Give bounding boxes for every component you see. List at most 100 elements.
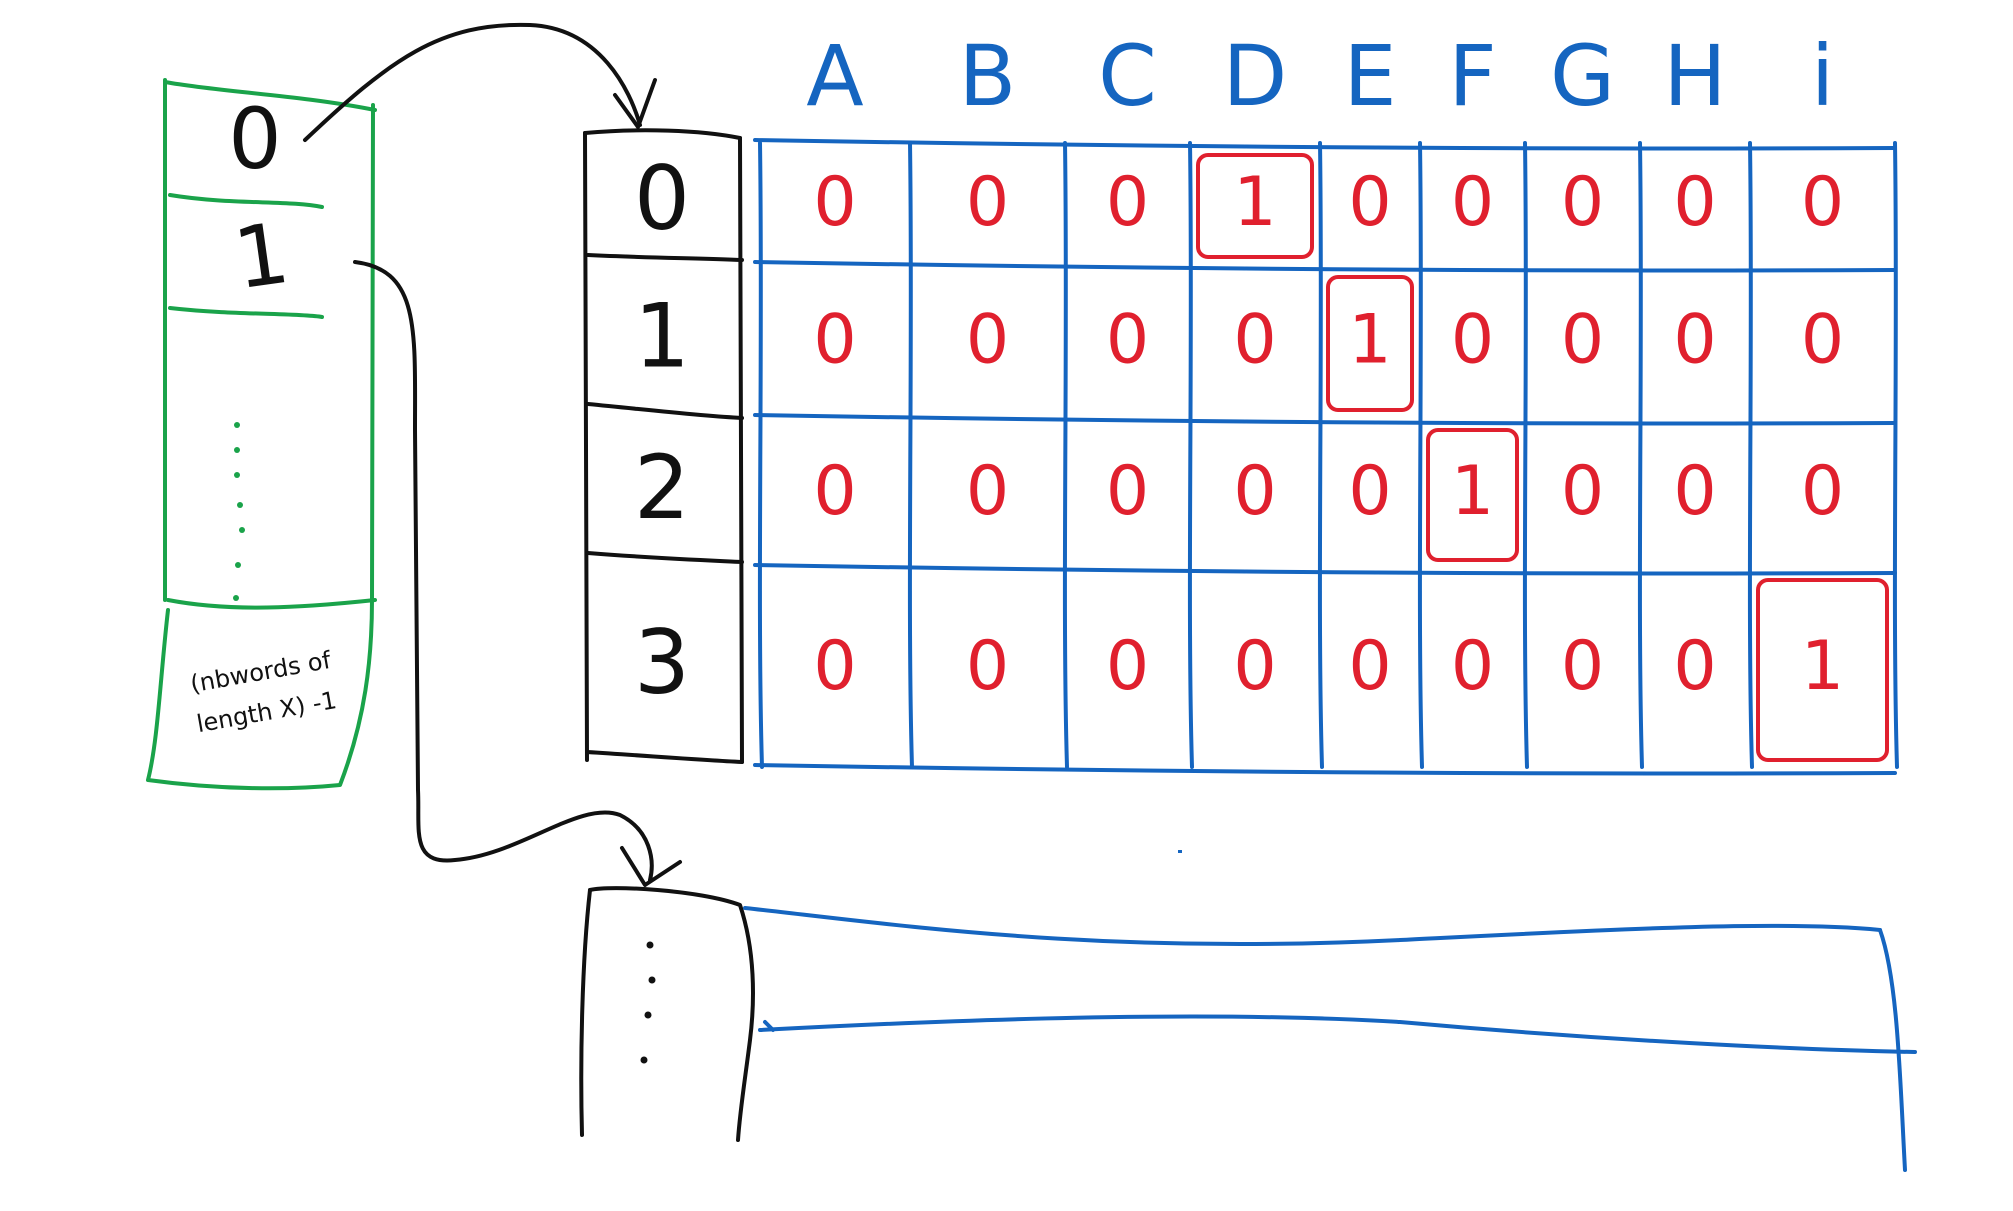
- array-slot-1-label: 1: [228, 204, 295, 308]
- second-matrix-tick: [763, 1020, 775, 1032]
- index-divider-1: [586, 253, 744, 262]
- matrix-row-line: [753, 563, 1897, 576]
- highlight-box: [1756, 578, 1889, 762]
- matrix-cell: 0: [1233, 301, 1276, 380]
- matrix-cell: 0: [1348, 627, 1391, 706]
- matrix-column-line: [1417, 141, 1424, 769]
- second-index-left: [579, 888, 592, 1137]
- second-matrix-right: [1878, 928, 1907, 1172]
- row-index-2: 2: [634, 436, 690, 539]
- matrix-cell: 0: [1348, 452, 1391, 531]
- column-header-c: C: [1098, 27, 1157, 125]
- column-header-e: E: [1343, 27, 1396, 125]
- second-index-ellipsis: [640, 941, 656, 1064]
- index-top-border: [583, 128, 742, 140]
- arrow-head-bottom: [620, 846, 682, 887]
- matrix-cell: 0: [1801, 163, 1844, 242]
- index-right-border: [738, 136, 744, 764]
- matrix-cell: 0: [813, 627, 856, 706]
- matrix-cell: 1: [1348, 301, 1391, 380]
- matrix-cell: 0: [813, 452, 856, 531]
- matrix-cell: 0: [1561, 627, 1604, 706]
- index-divider-3: [586, 551, 744, 564]
- array-last-slot: [146, 598, 374, 791]
- matrix-cell: 1: [1801, 627, 1844, 706]
- column-header-i: i: [1811, 27, 1834, 125]
- matrix-cell: 0: [1106, 301, 1149, 380]
- matrix-column-line: [907, 141, 914, 769]
- matrix-cell: 0: [966, 452, 1009, 531]
- matrix-cell: 0: [1561, 452, 1604, 531]
- array-slot-0-label: 0: [228, 90, 281, 188]
- matrix-cell: 0: [1561, 163, 1604, 242]
- second-index-column: [579, 886, 755, 1142]
- matrix-cell: 0: [813, 301, 856, 380]
- matrix-cell: 0: [1348, 163, 1391, 242]
- highlight-box: [1196, 153, 1314, 259]
- column-header-h: H: [1663, 27, 1726, 125]
- arrow-head-top: [613, 78, 657, 129]
- highlighted-cells: [1196, 153, 1889, 762]
- highlight-box: [1426, 428, 1519, 562]
- row-index-column: [583, 128, 744, 764]
- array-divider-last: [166, 598, 377, 610]
- highlight-box: [1326, 275, 1414, 412]
- array-divider-2: [168, 306, 324, 319]
- matrix-cell: 0: [1801, 301, 1844, 380]
- matrix-cell: 0: [813, 163, 856, 242]
- arrow-curve-bottom: [353, 260, 654, 882]
- index-divider-2: [586, 402, 744, 420]
- row-index-0: 0: [634, 147, 690, 250]
- matrix-cell: 0: [1106, 163, 1149, 242]
- index-bottom-border: [585, 750, 744, 764]
- matrix-column-line: [1637, 141, 1644, 769]
- column-header-g: G: [1550, 27, 1615, 125]
- matrix-cell: 0: [1106, 627, 1149, 706]
- arrow-to-second-matrix: [353, 260, 682, 887]
- matrix-row-line: [753, 260, 1897, 273]
- matrix-cell: 0: [1451, 163, 1494, 242]
- matrix-cell: 0: [1106, 452, 1149, 531]
- matrix-column-line: [757, 141, 764, 769]
- matrix-cell: 0: [1673, 301, 1716, 380]
- matrix-cell: 0: [1801, 452, 1844, 531]
- column-header-d: D: [1223, 27, 1288, 125]
- matrix-column-line: [1187, 141, 1194, 769]
- array-divider-1: [168, 193, 324, 209]
- matrix-row-line: [753, 138, 1897, 151]
- second-index-right: [588, 886, 755, 1142]
- array-right-border: [370, 103, 375, 602]
- matrix-column-line: [1892, 141, 1899, 769]
- matrix-cell: 0: [1561, 301, 1604, 380]
- column-header-a: A: [806, 27, 863, 125]
- matrix-column-line: [1747, 141, 1754, 769]
- stray-dot: [1178, 850, 1182, 853]
- second-matrix-row-line: [758, 1014, 1917, 1054]
- matrix-row-line: [753, 763, 1897, 776]
- matrix-cell: 0: [1673, 627, 1716, 706]
- second-bit-matrix: [743, 906, 1917, 1172]
- matrix-cell: 0: [1451, 301, 1494, 380]
- column-header-b: B: [959, 27, 1017, 125]
- word-length-array: [146, 78, 377, 791]
- vertical-ellipsis: [233, 422, 245, 601]
- column-header-f: F: [1448, 27, 1496, 125]
- matrix-cell: 0: [966, 163, 1009, 242]
- matrix-cell: 0: [966, 627, 1009, 706]
- index-left-border: [583, 131, 589, 762]
- matrix-cell: 0: [1451, 627, 1494, 706]
- matrix-column-line: [1317, 141, 1324, 769]
- matrix-cell: 1: [1451, 452, 1494, 531]
- arrow-to-matrix: [303, 22, 657, 142]
- row-index-1: 1: [634, 285, 690, 388]
- bit-matrix-grid: [753, 138, 1899, 776]
- matrix-cell: 0: [1673, 452, 1716, 531]
- matrix-cell: 0: [1233, 627, 1276, 706]
- array-top-border: [163, 80, 377, 112]
- matrix-cell: 0: [1673, 163, 1716, 242]
- matrix-column-line: [1522, 141, 1529, 769]
